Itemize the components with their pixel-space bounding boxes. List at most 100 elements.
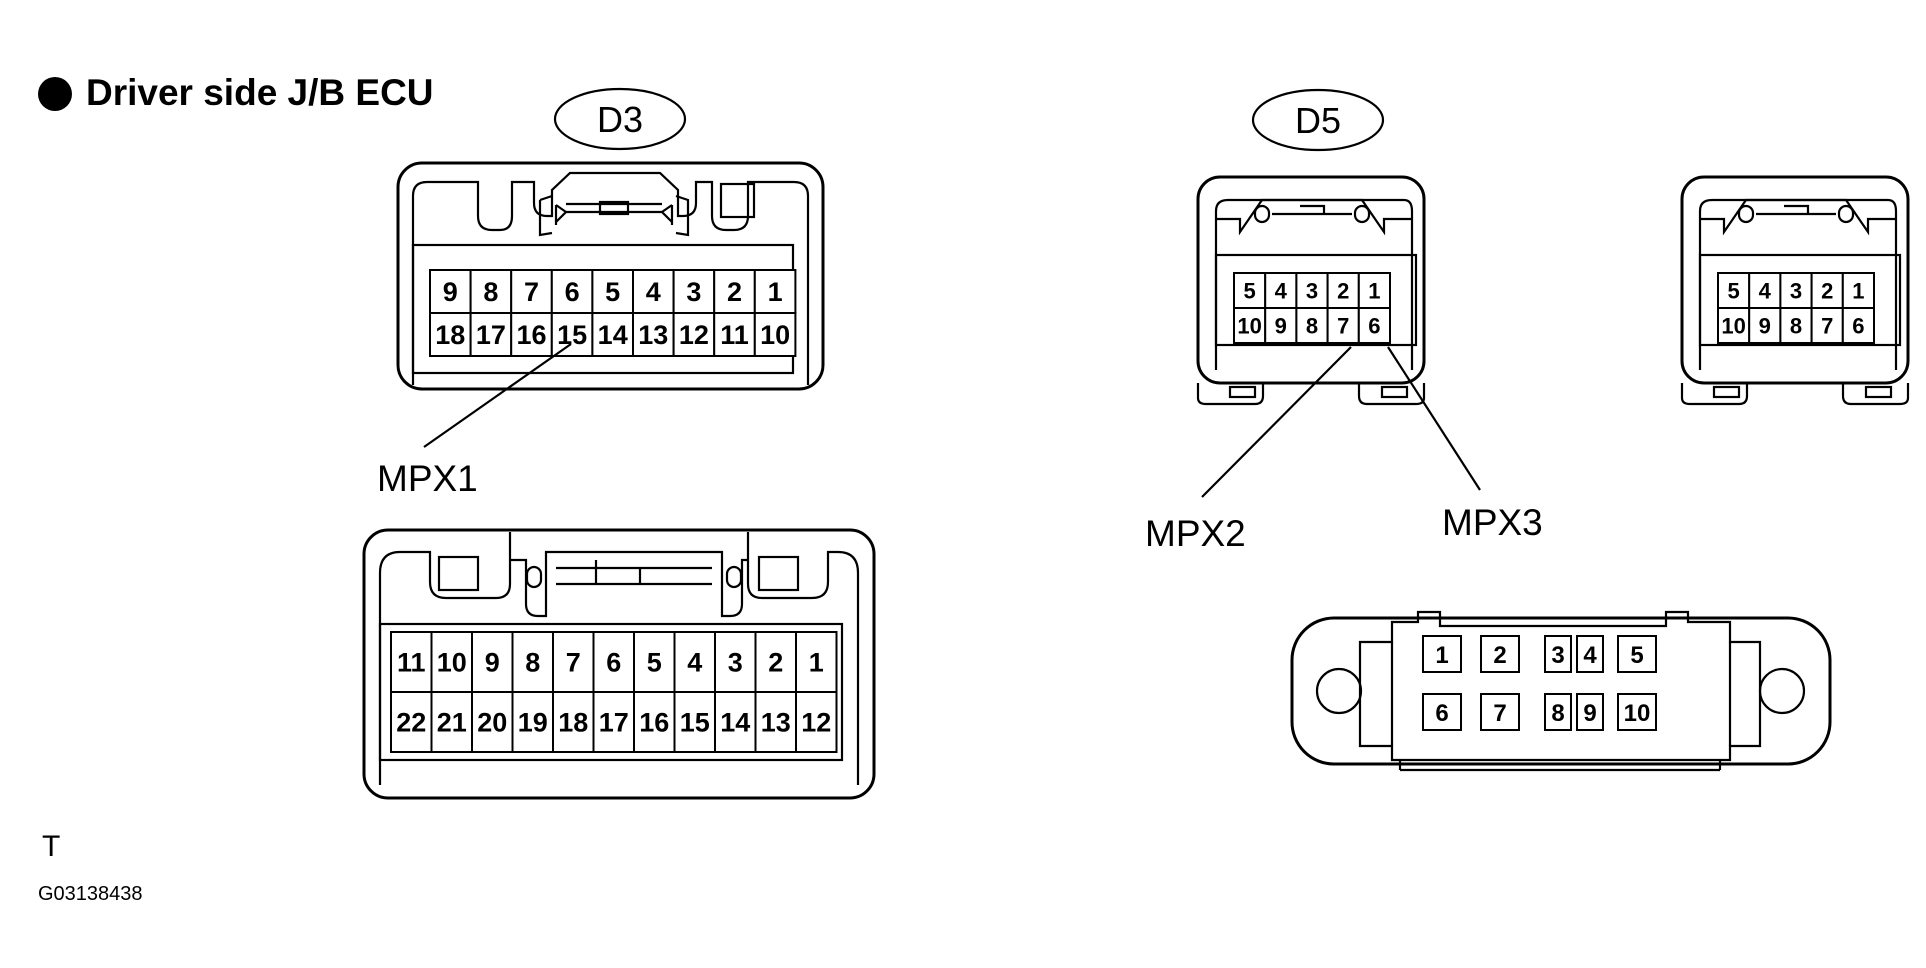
pin-cell xyxy=(1422,693,1462,731)
pin-label: 13 xyxy=(638,320,668,350)
pin-label: 5 xyxy=(1727,278,1739,303)
pin-label: 12 xyxy=(679,320,709,350)
pin-label: 8 xyxy=(483,277,498,307)
pin-label: 3 xyxy=(728,648,743,678)
pin-label: 5 xyxy=(647,648,662,678)
pin-label: 7 xyxy=(1821,313,1833,338)
pin-cell xyxy=(552,691,595,753)
pin-label: 4 xyxy=(646,277,661,307)
pin-label: 9 xyxy=(1583,700,1596,727)
pin-label: 8 xyxy=(1306,313,1318,338)
pin-label: 13 xyxy=(761,708,791,738)
pin-cell xyxy=(1748,307,1782,344)
pin-label: 6 xyxy=(1852,313,1864,338)
pin-label: 4 xyxy=(1275,278,1288,303)
pin-cell xyxy=(714,691,757,753)
pin-label: 1 xyxy=(1435,642,1448,669)
pin-label: 9 xyxy=(485,648,500,678)
pin-label: 10 xyxy=(1624,700,1651,727)
pin-label: 17 xyxy=(599,708,629,738)
pin-cell xyxy=(1841,307,1876,344)
pin-label: 2 xyxy=(768,648,783,678)
diagram-title: Driver side J/B ECU xyxy=(86,72,434,113)
pin-cell xyxy=(754,631,797,693)
pin-cell xyxy=(471,691,514,753)
pin-cell xyxy=(1617,635,1657,673)
connector-tag-d5: D5 xyxy=(1251,88,1385,152)
pin-label: 1 xyxy=(1852,278,1864,303)
pin-label: 18 xyxy=(435,320,465,350)
pin-label: 7 xyxy=(1493,700,1506,727)
pin-label: 3 xyxy=(1306,278,1318,303)
pin-label: 4 xyxy=(1583,642,1597,669)
pin-cell xyxy=(510,312,553,357)
pin-label: 8 xyxy=(525,648,540,678)
d3-tag-label: D3 xyxy=(597,99,643,140)
pin-label: 14 xyxy=(598,320,628,350)
pin-label: 9 xyxy=(1759,313,1771,338)
pin-label: 4 xyxy=(1759,278,1772,303)
pin-label: 7 xyxy=(524,277,539,307)
pin-cell xyxy=(1617,693,1657,731)
footer-mark: T xyxy=(42,830,60,863)
pin-label: 2 xyxy=(1493,642,1506,669)
pin-label: 12 xyxy=(801,708,831,738)
pin-cell xyxy=(1576,693,1604,731)
pin-cell xyxy=(1357,272,1392,309)
pin-label: 8 xyxy=(1790,313,1802,338)
pin-cell xyxy=(633,691,676,753)
pin-label: 20 xyxy=(477,708,507,738)
pin-cell xyxy=(795,691,838,753)
pin-cell xyxy=(753,269,797,314)
pin-label: 10 xyxy=(1237,313,1261,338)
pin-label: 15 xyxy=(680,708,710,738)
pin-label: 16 xyxy=(516,320,546,350)
connector-tag-d3: D3 xyxy=(553,87,687,151)
pin-cell xyxy=(511,691,554,753)
pin-label: 18 xyxy=(558,708,588,738)
pin-cell xyxy=(1544,693,1572,731)
pin-cell xyxy=(1480,693,1520,731)
pin-label: 16 xyxy=(639,708,669,738)
bullet-icon xyxy=(38,77,72,111)
d5-tag-label: D5 xyxy=(1295,100,1341,141)
pin-cell xyxy=(552,631,595,693)
pin-cell xyxy=(430,691,473,753)
pin-cell xyxy=(1841,272,1876,309)
callout-mpx1: MPX1 xyxy=(377,458,478,499)
pin-label: 2 xyxy=(727,277,742,307)
pin-label: 15 xyxy=(557,320,587,350)
pin-cell xyxy=(390,691,433,753)
pin-cell xyxy=(429,312,472,357)
pin-label: 11 xyxy=(397,648,426,678)
pin-cell xyxy=(511,631,554,693)
pin-cell xyxy=(673,691,716,753)
pin-label: 7 xyxy=(566,648,581,678)
pin-label: 5 xyxy=(1630,642,1643,669)
pin-cell xyxy=(1544,635,1572,673)
leader-mpx3 xyxy=(1387,346,1481,491)
pin-label: 3 xyxy=(1790,278,1802,303)
pin-cell xyxy=(1717,307,1751,344)
pin-label: 9 xyxy=(443,277,458,307)
pin-label: 9 xyxy=(1275,313,1287,338)
pin-label: 2 xyxy=(1821,278,1833,303)
leader-mpx1 xyxy=(423,343,572,448)
pin-cell xyxy=(469,312,513,357)
pin-label: 6 xyxy=(1368,313,1380,338)
pin-cell xyxy=(1422,635,1462,673)
pin-cell xyxy=(714,631,757,693)
pin-cell xyxy=(1779,272,1813,309)
pin-label: 21 xyxy=(437,708,467,738)
pin-label: 10 xyxy=(437,648,467,678)
pin-cell xyxy=(753,312,797,357)
pin-label: 4 xyxy=(687,648,702,678)
pin-cell xyxy=(754,691,797,753)
pin-label: 10 xyxy=(760,320,790,350)
pin-cell xyxy=(469,269,513,314)
